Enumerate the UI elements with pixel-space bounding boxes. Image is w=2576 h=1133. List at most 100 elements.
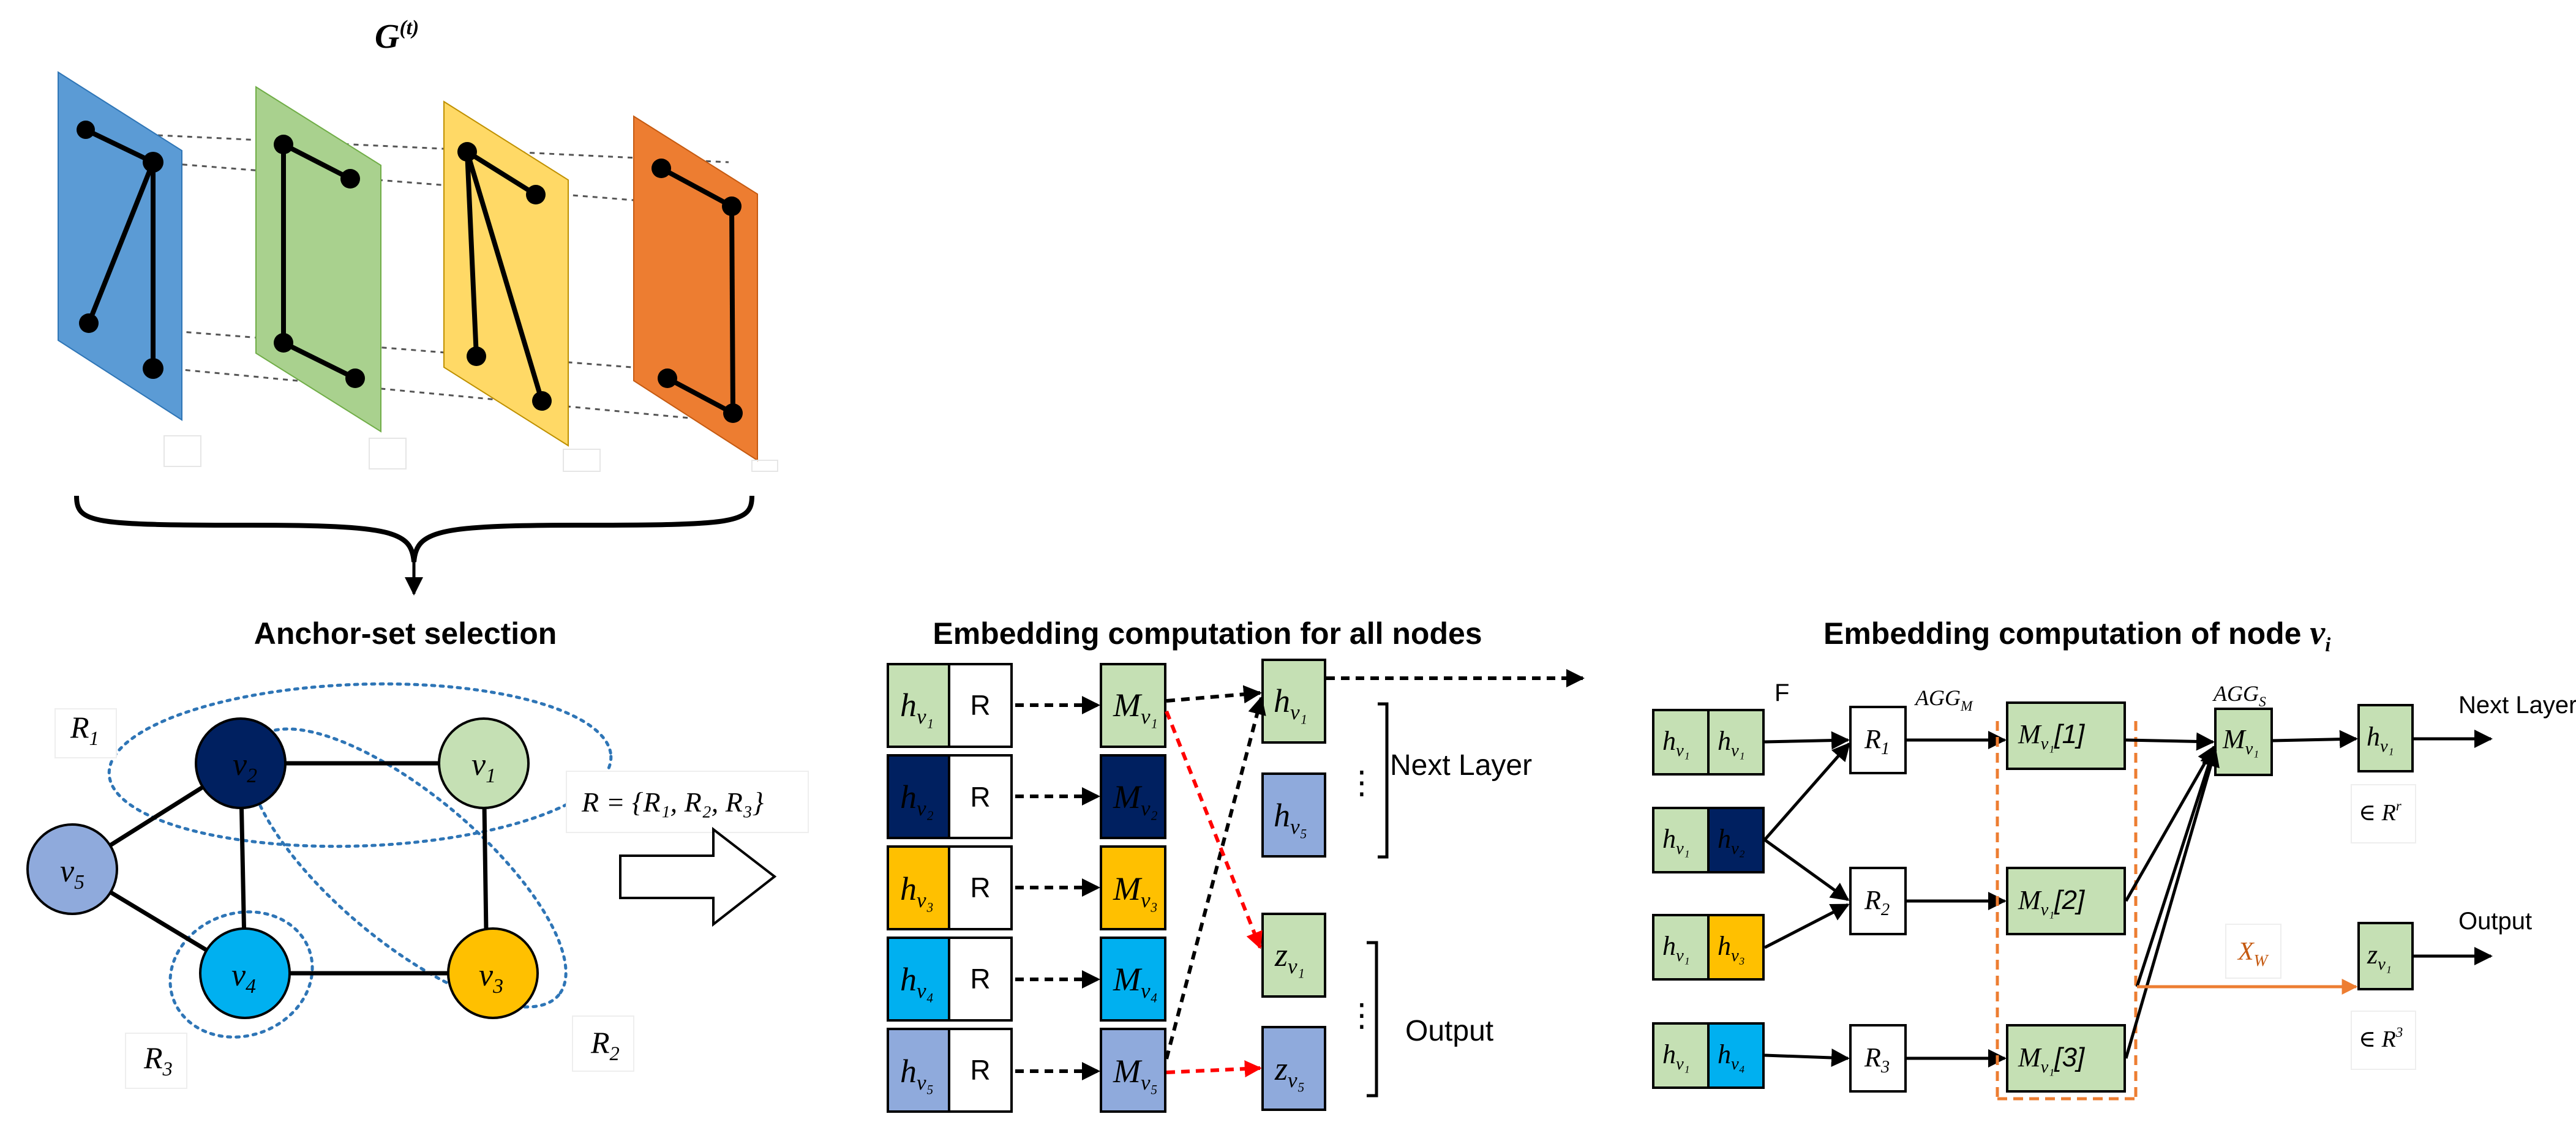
svg-text:zv₁: zv₁ [1274,937,1305,978]
svg-text:R3: R3 [143,1041,173,1080]
svg-text:R: R [970,872,990,903]
xw-label: XW [2225,924,2281,979]
svg-text:hv₂: hv₂ [900,779,934,820]
anchor-set-r3-ellipse [168,910,314,1039]
node-v5: v5 [26,823,118,915]
svg-text:zv₅: zv₅ [1274,1050,1305,1092]
m-index-1: Mv₁[1] [2006,701,2126,770]
bracket-output [1367,941,1378,1097]
in-r3-label: ∈ R3 [2351,1011,2416,1070]
svg-text:Mv₁[2]: Mv₁[2] [2018,885,2086,919]
svg-text:hv₁: hv₁ [1662,1039,1690,1074]
svg-text:R2: R2 [1864,885,1890,919]
svg-text:v3: v3 [479,958,503,998]
anchor-set-r1-ellipse [107,682,613,848]
anchor-graph-edges [71,761,493,976]
all-nodes-heading: Embedding computation for all nodes [933,616,1482,651]
row-v3: hv₃ R Mv₃ [887,845,1166,930]
r-node-3: R3 [1849,1024,1907,1093]
svg-text:R: R [970,1054,990,1086]
svg-text:Mv₁[3]: Mv₁[3] [2018,1042,2086,1077]
bracket-next-layer [1378,702,1389,859]
label-r1: R1 [54,708,117,758]
output-label: Output [1405,1015,1493,1047]
svg-text:Mv₁[1]: Mv₁[1] [2018,719,2086,753]
row-v1: hv₁ R Mv₁ [887,663,1166,748]
m-to-out-arrows [1165,685,1266,1078]
svg-text:∈ R3: ∈ R3 [2359,1025,2403,1052]
svg-text:hv₁: hv₁ [900,687,934,728]
svg-text:Mv₂: Mv₂ [1113,779,1158,820]
snapshot-title: G(t) [375,17,419,56]
r-to-m-arrows [1015,696,1100,1080]
svg-text:R: R [970,963,990,995]
hollow-arrow-icon [619,826,777,927]
in-rr-label: ∈ Rr [2351,784,2416,843]
out-z1: zv₁ [1261,913,1326,998]
m-final: Mv₁ [2214,708,2273,776]
mfinal-to-hout-arrow [2272,730,2358,749]
anchor-set-section: Anchor-set selection v2 v1 v5 [26,616,809,1089]
all-nodes-section: Embedding computation for all nodes hv₁ … [887,616,1585,1113]
svg-text:Mv₁: Mv₁ [2222,724,2259,758]
snapshot-plane-3 [443,100,569,447]
node-v4: v4 [199,927,291,1019]
anchor-heading: Anchor-set selection [254,616,557,651]
svg-text:R3: R3 [1864,1042,1890,1077]
mindex-to-mfinal-arrows [2124,732,2220,1059]
curly-brace [74,495,754,563]
r-to-mindex-arrows [1907,731,2007,1068]
r-node-1: R1 [1849,706,1907,774]
r-node-2: R2 [1849,867,1907,935]
agg-m-label: AGGM [1914,686,1973,714]
svg-text:R: R [970,781,990,813]
svg-text:XW: XW [2237,938,2269,970]
svg-text:zv₁: zv₁ [2367,940,2392,974]
svg-text:hv₅: hv₅ [900,1053,934,1094]
plane-caption-boxes [163,435,778,472]
svg-text:∈ Rr: ∈ Rr [2359,798,2401,826]
out-h1: hv₁ [1261,659,1326,744]
svg-text:hv₁: hv₁ [1662,726,1690,760]
pair-4: hv₁ hv₄ [1652,1022,1765,1089]
m-index-2: Mv₁[2] [2006,867,2126,935]
h-out-box: hv₁ [2357,704,2414,772]
label-r3: R3 [125,1033,187,1089]
svg-text:R = {R₁, R₂, R₃}: R = {R₁, R₂, R₃} [581,787,764,818]
svg-text:hv₁: hv₁ [2367,722,2394,756]
svg-text:hv₁: hv₁ [1274,682,1307,724]
temporal-snapshots: G(t) [58,17,778,596]
correspondence-lines [79,130,735,424]
snapshot-plane-2 [255,86,381,433]
svg-text:v1: v1 [471,747,496,787]
svg-text:hv₄: hv₄ [900,961,934,1003]
agg-s-label: AGGS [2212,681,2266,710]
node-v3: v3 [447,927,539,1019]
svg-text:R2: R2 [590,1025,620,1065]
pair-1: hv₁ hv₁ [1652,709,1765,776]
svg-text:R1: R1 [70,710,99,750]
m-index-3: Mv₁[3] [2006,1024,2126,1093]
out-h5: hv₅ [1261,772,1326,858]
pair-2: hv₁ hv₂ [1652,807,1765,873]
svg-text:Mv₃: Mv₃ [1113,870,1158,912]
dots-upper: ⋮ [1346,765,1378,801]
svg-text:Mv₅: Mv₅ [1113,1053,1158,1094]
z-out-box: zv₁ [2357,922,2414,990]
svg-text:R1: R1 [1864,724,1890,758]
pair-3: hv₁ hv₃ [1652,914,1765,981]
anchor-set-formula: R = {R₁, R₂, R₃} [566,771,809,833]
svg-text:hv₃: hv₃ [1718,931,1745,965]
row-v5: hv₅ R Mv₅ [887,1028,1166,1113]
snapshot-plane-1 [58,71,182,421]
next-layer-label-right: Next Layer [2458,692,2576,719]
label-r2: R2 [572,1015,634,1072]
row-v4: hv₄ R Mv₄ [887,937,1166,1022]
out-z5: zv₅ [1261,1026,1326,1111]
node-vi-heading: Embedding computation of node vi [1823,614,2330,656]
node-v1: v1 [438,717,530,809]
node-vi-section: Embedding computation of node vi F hv₁ h… [1652,614,2576,1101]
svg-text:v5: v5 [60,854,84,894]
f-label: F [1774,679,1789,706]
